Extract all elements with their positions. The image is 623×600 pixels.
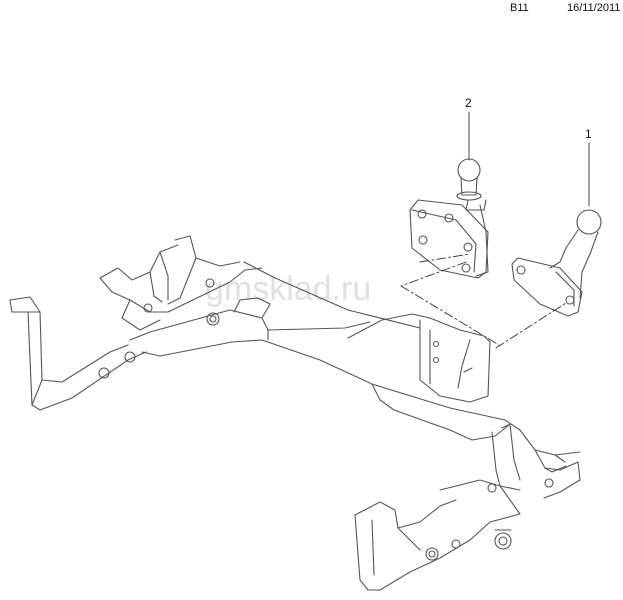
diagram-code: B11 [510, 2, 529, 14]
callout-1-label: 1 [585, 127, 592, 141]
tow-bar-frame [9, 235, 581, 591]
tow-ball-with-mounting-plate [409, 158, 489, 279]
assembly-guide-lines [400, 253, 567, 349]
callout-2: 2 [465, 96, 472, 161]
watermark-text: gmsklad.ru [205, 270, 371, 308]
diagram-date: 16/11/2011 [567, 2, 621, 14]
callout-2-label: 2 [465, 96, 472, 110]
callout-1: 1 [585, 127, 592, 207]
detachable-tow-ball [511, 209, 602, 317]
